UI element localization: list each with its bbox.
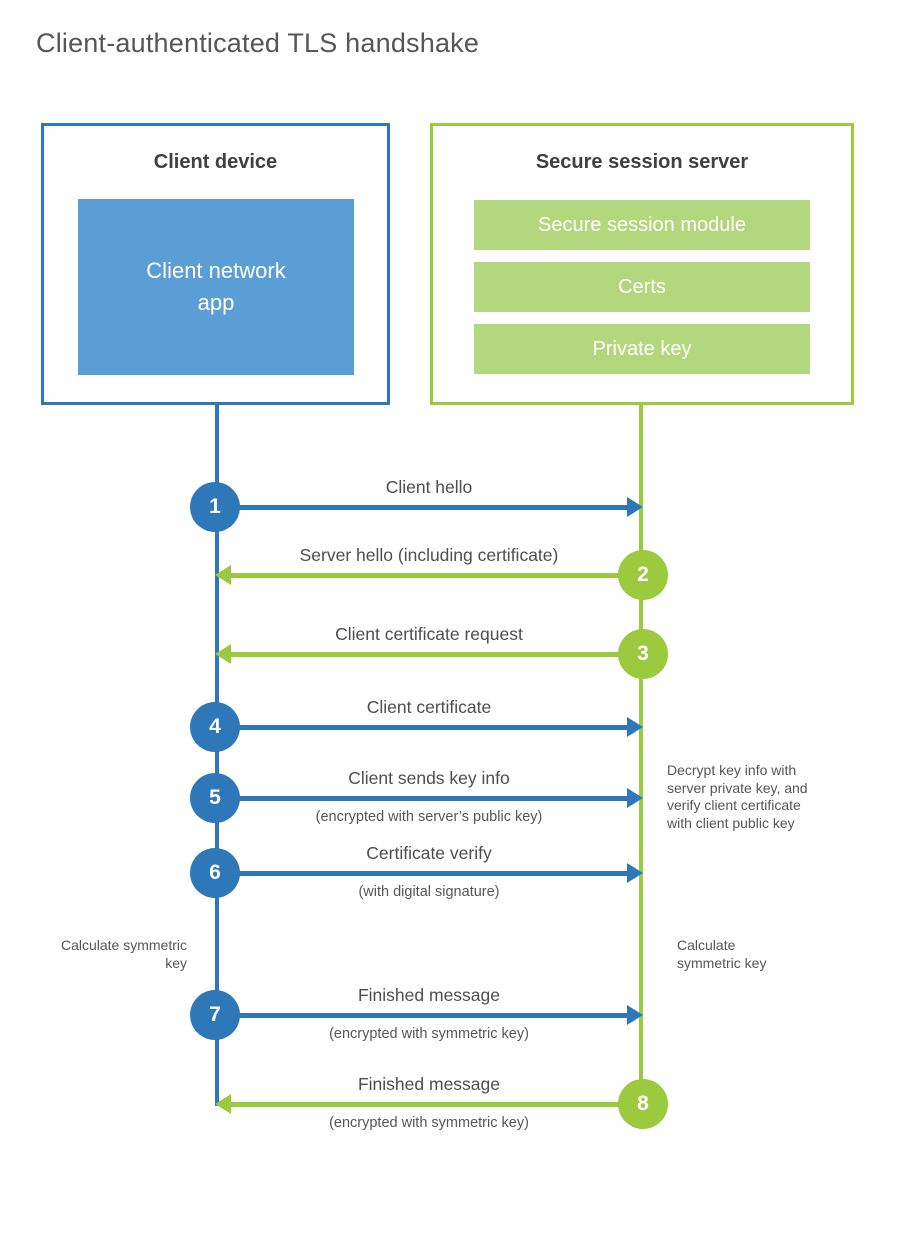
server-module-label: Private key	[592, 337, 692, 360]
step-number: 1	[209, 495, 221, 518]
step-number: 2	[637, 563, 649, 586]
decrypt-key-info-note: Decrypt key info with server private key…	[667, 762, 808, 831]
arrow-line	[229, 1101, 639, 1107]
client-lifeline	[215, 404, 219, 1106]
server-box-title: Secure session server	[535, 151, 749, 173]
server-lifeline	[639, 404, 643, 1129]
server-module-label: Secure session module	[538, 213, 746, 236]
message-label: Server hello (including certificate)	[299, 545, 559, 565]
arrowhead-right-icon	[627, 1005, 643, 1025]
step-number: 7	[209, 1003, 221, 1026]
step-number: 3	[637, 642, 649, 665]
step-number-badge: 7	[190, 990, 240, 1040]
arrowhead-right-icon	[627, 863, 643, 883]
message-sublabel: (encrypted with server’s public key)	[315, 809, 543, 825]
calculate-symmetric-key-note-client: Calculate symmetric key	[60, 937, 187, 971]
step-number: 6	[209, 861, 221, 884]
step-number-badge: 3	[618, 629, 668, 679]
client-device-box: Client device Client network app	[41, 123, 390, 405]
arrow-line	[229, 651, 639, 657]
step-number-badge: 8	[618, 1079, 668, 1129]
server-module-label: Certs	[618, 275, 666, 298]
calculate-symmetric-key-note-server: Calculate symmetric key	[677, 937, 767, 971]
message-label: Client sends key info	[348, 768, 510, 788]
message-sublabel: (with digital signature)	[358, 884, 500, 900]
message-label: Client certificate request	[335, 624, 523, 644]
message-label: Certificate verify	[366, 843, 492, 863]
server-module-private-key: Private key	[474, 324, 810, 374]
client-network-app-rect: Client network app	[78, 199, 354, 375]
arrow-line	[219, 1012, 629, 1018]
step-number-badge: 6	[190, 848, 240, 898]
step-number: 5	[209, 786, 221, 809]
arrowhead-right-icon	[627, 788, 643, 808]
client-app-label: Client network app	[146, 258, 286, 315]
step-number-badge: 1	[190, 482, 240, 532]
arrow-line	[219, 724, 629, 730]
server-module-certs: Certs	[474, 262, 810, 312]
step-number: 4	[209, 715, 221, 738]
arrow-line	[219, 795, 629, 801]
step-number-badge: 2	[618, 550, 668, 600]
arrowhead-right-icon	[627, 717, 643, 737]
arrow-line	[219, 504, 629, 510]
server-module-secure-session: Secure session module	[474, 200, 810, 250]
step-number-badge: 5	[190, 773, 240, 823]
step-number-badge: 4	[190, 702, 240, 752]
message-sublabel: (encrypted with symmetric key)	[329, 1026, 529, 1042]
arrowhead-left-icon	[215, 1094, 231, 1114]
arrow-line	[229, 572, 639, 578]
message-label: Finished message	[357, 1074, 501, 1094]
client-box-title: Client device	[153, 151, 278, 173]
step-number: 8	[637, 1092, 649, 1115]
secure-session-server-box: Secure session server Secure session mod…	[430, 123, 854, 405]
message-label: Client certificate	[366, 697, 492, 717]
arrowhead-left-icon	[215, 644, 231, 664]
message-sublabel: (encrypted with symmetric key)	[329, 1115, 529, 1131]
message-label: Client hello	[385, 477, 473, 497]
message-label: Finished message	[357, 985, 501, 1005]
page-title: Client-authenticated TLS handshake	[36, 28, 480, 58]
arrow-line	[219, 870, 629, 876]
arrowhead-right-icon	[627, 497, 643, 517]
arrowhead-left-icon	[215, 565, 231, 585]
